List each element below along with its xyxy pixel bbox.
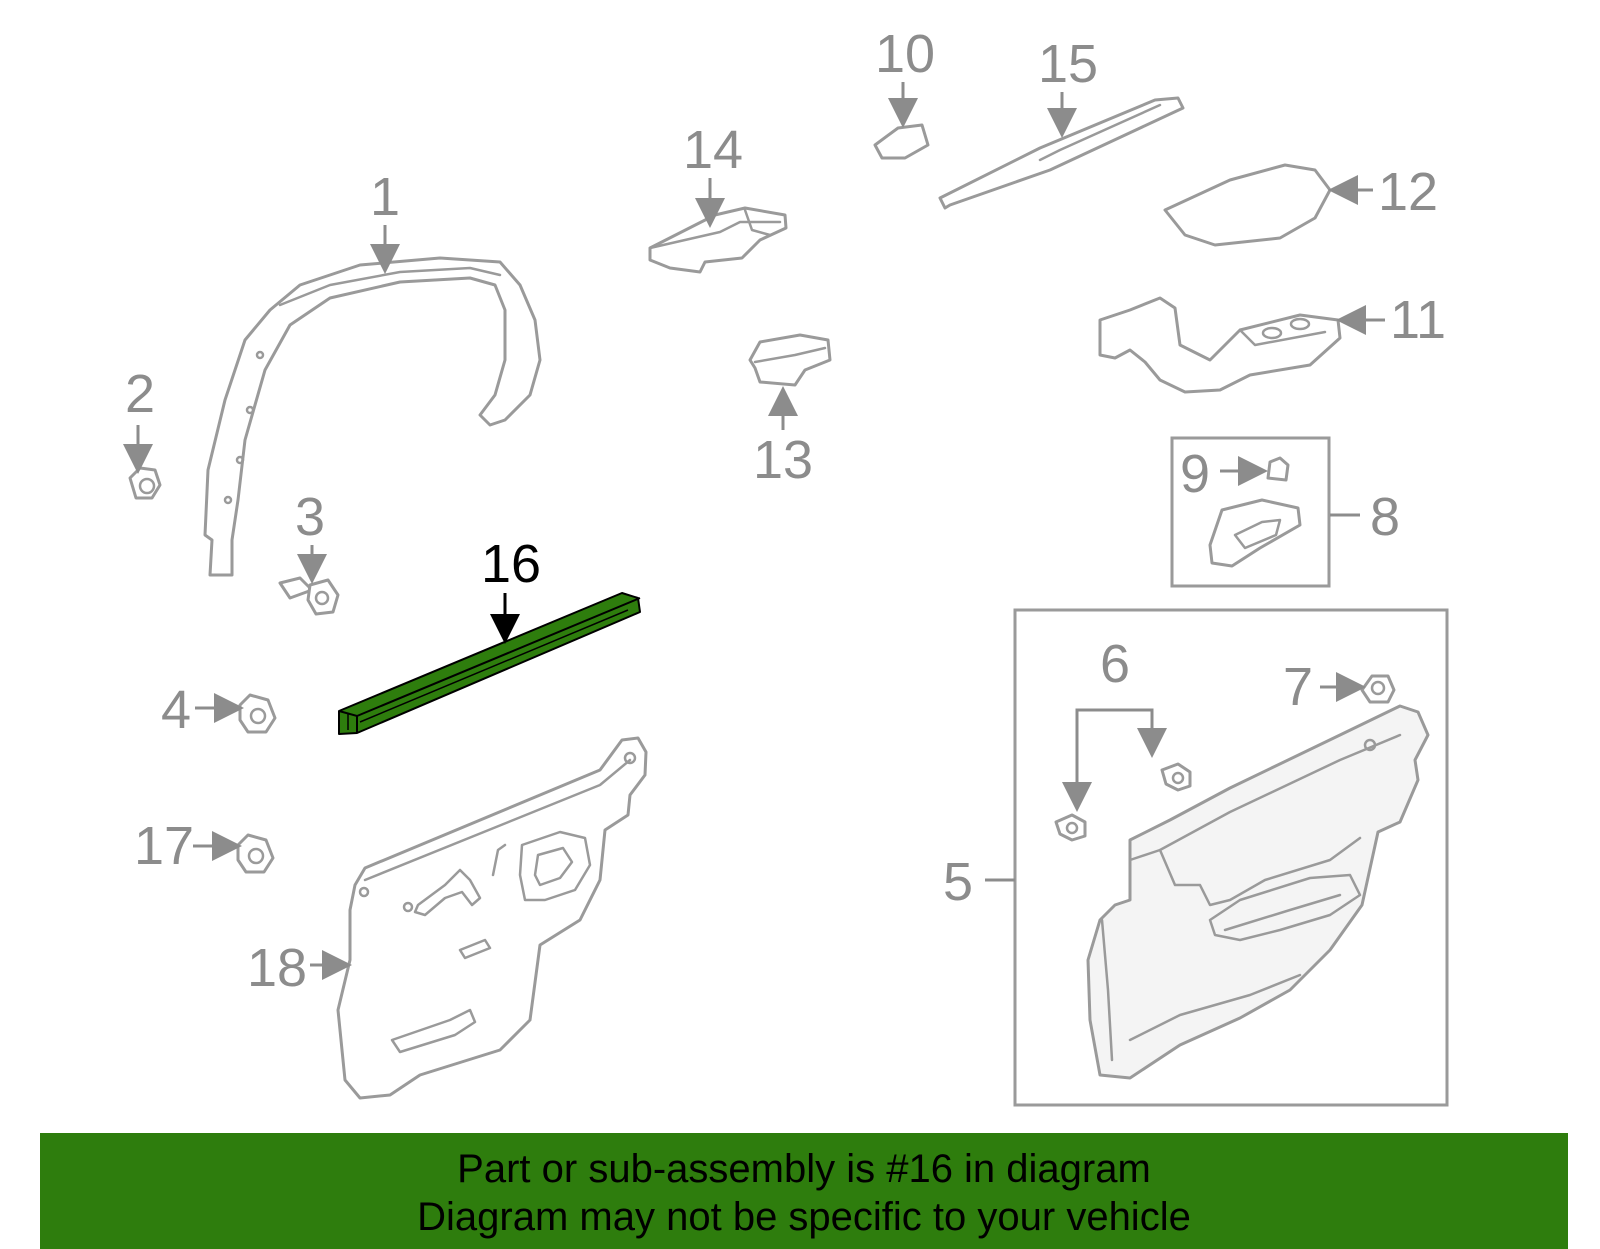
- callout-15-label: 15: [1038, 34, 1098, 94]
- callout-7: 7: [1283, 657, 1366, 717]
- callout-11-label: 11: [1390, 290, 1446, 350]
- callout-14-label: 14: [683, 120, 743, 180]
- callout-6-label: 6: [1100, 634, 1130, 694]
- callout-2: 2: [123, 364, 155, 474]
- callout-3: 3: [295, 487, 327, 584]
- part-16-weatherstrip: [338, 592, 641, 735]
- callout-12-label: 12: [1378, 162, 1438, 222]
- callout-8: 8: [1330, 487, 1400, 547]
- part-17-clip: [236, 833, 275, 874]
- callout-2-label: 2: [125, 364, 155, 424]
- callout-5: 5: [943, 852, 1015, 912]
- part-2-nut: [128, 466, 162, 500]
- part-7-grommet: [1360, 674, 1396, 704]
- callout-13: 13: [753, 386, 813, 490]
- callout-4: 4: [161, 680, 244, 740]
- callout-16: 16: [481, 534, 541, 644]
- callout-12: 12: [1328, 162, 1438, 222]
- callout-5-label: 5: [943, 852, 973, 912]
- group-box-5: [1013, 608, 1449, 1107]
- part-6-screw-a: [1160, 762, 1192, 792]
- part-10-cap: [873, 123, 930, 160]
- callout-6: 6: [1062, 634, 1167, 812]
- callout-18: 18: [247, 938, 352, 998]
- callout-4-label: 4: [161, 680, 191, 740]
- callout-3-label: 3: [295, 487, 325, 547]
- info-banner: Part or sub-assembly is #16 in diagram D…: [40, 1133, 1568, 1249]
- part-3-bolt: [278, 576, 340, 616]
- part-14-switch-bracket: [648, 206, 788, 274]
- part-12-armrest-pad: [1163, 163, 1332, 247]
- callout-17-label: 17: [134, 816, 194, 876]
- callout-11: 11: [1336, 290, 1446, 350]
- part-15-trim-strip: [938, 96, 1185, 210]
- callout-16-label: 16: [481, 534, 541, 594]
- callout-7-label: 7: [1283, 657, 1313, 717]
- part-1-sash-molding: [203, 256, 542, 577]
- group-box-8: [1170, 436, 1331, 588]
- part-6-screw-b: [1054, 813, 1087, 842]
- callout-10-label: 10: [875, 24, 935, 84]
- banner-line-1: Part or sub-assembly is #16 in diagram: [457, 1147, 1151, 1191]
- callout-9: 9: [1180, 444, 1268, 504]
- callout-1-label: 1: [370, 167, 400, 227]
- callout-1: 1: [370, 167, 400, 274]
- banner-line-2: Diagram may not be specific to your vehi…: [417, 1195, 1191, 1239]
- callout-17: 17: [134, 816, 242, 876]
- callout-15: 15: [1038, 34, 1098, 138]
- part-9-cap: [1266, 456, 1290, 482]
- part-5-door-panel: [1086, 704, 1430, 1080]
- callout-8-label: 8: [1370, 487, 1400, 547]
- part-11-switch-panel: [1098, 296, 1342, 394]
- callout-14: 14: [683, 120, 743, 228]
- part-13-switch: [748, 333, 832, 387]
- callout-18-label: 18: [247, 938, 307, 998]
- callout-9-label: 9: [1180, 444, 1210, 504]
- part-4-clip: [238, 693, 277, 734]
- part-18-door-liner: [336, 736, 648, 1100]
- callout-13-label: 13: [753, 430, 813, 490]
- part-8-handle: [1208, 498, 1302, 568]
- callout-10: 10: [875, 24, 935, 128]
